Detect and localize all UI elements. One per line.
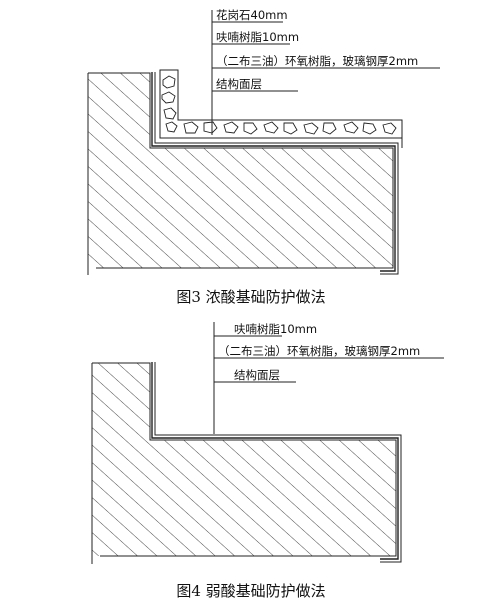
caption-figure-3: 图3 浓酸基础防护做法 (176, 288, 325, 306)
diagram-4-svg: 呋喃树脂10mm （二布三油）环氧树脂，玻璃钢厚2mm 结构面层 图4 弱酸基础… (91, 322, 444, 600)
caption-figure-4: 图4 弱酸基础防护做法 (176, 582, 325, 600)
label-structure-surface: 结构面层 (216, 77, 262, 91)
figure-4-weak-acid: 呋喃树脂10mm （二布三油）环氧树脂，玻璃钢厚2mm 结构面层 图4 弱酸基础… (0, 310, 503, 607)
label-furan-resin: 呋喃树脂10mm (234, 322, 317, 336)
diagram-3-svg: 花岗石40mm 呋喃树脂10mm （二布三油）环氧树脂，玻璃钢厚2mm 结构面层… (87, 8, 440, 306)
leader-4 (213, 322, 444, 434)
leader-3 (211, 10, 440, 135)
lining-layers (151, 362, 402, 563)
granite-layer (159, 69, 403, 139)
label-structure-surface: 结构面层 (234, 368, 280, 382)
label-epoxy-frp: （二布三油）环氧树脂，玻璃钢厚2mm (216, 54, 418, 68)
structure-section (87, 72, 394, 275)
structure-section (91, 362, 397, 564)
label-furan-resin: 呋喃树脂10mm (216, 30, 299, 44)
label-granite: 花岗石40mm (216, 8, 288, 22)
figure-3-concentrated-acid: 花岗石40mm 呋喃树脂10mm （二布三油）环氧树脂，玻璃钢厚2mm 结构面层… (87, 8, 440, 306)
label-epoxy-frp: （二布三油）环氧树脂，玻璃钢厚2mm (218, 344, 420, 358)
